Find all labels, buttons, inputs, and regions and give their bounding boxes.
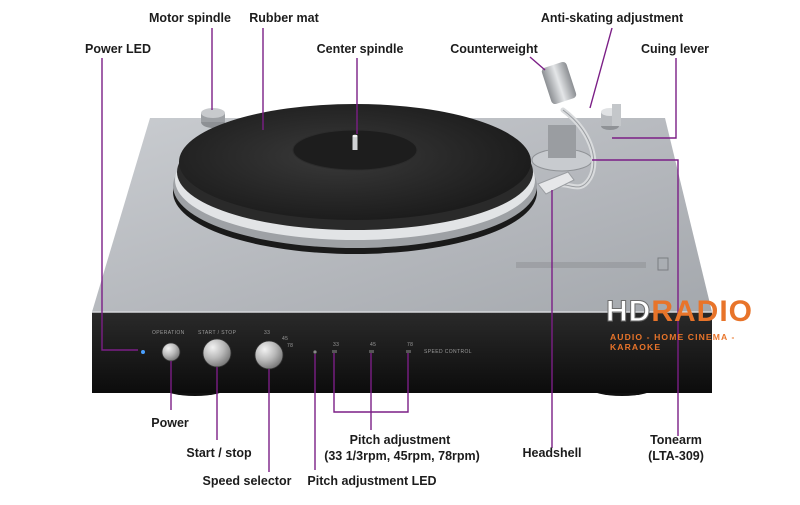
callout-tonearm [592,159,679,436]
label-tonearm: Tonearm [650,433,702,447]
panel-text-operation: OPERATION [152,330,185,336]
label-power-led: Power LED [85,42,151,56]
label-speed-selector: Speed selector [202,474,292,488]
pitch-trim-33 [332,350,337,353]
power-button [161,342,181,362]
headshell [537,171,575,195]
label-start-stop: Start / stop [186,446,252,460]
label-headshell: Headshell [522,446,582,460]
label-tonearm-model: (LTA-309) [648,449,704,463]
label-pitch-led: Pitch adjustment LED [307,474,437,488]
pitch-trim-45 [369,350,374,353]
start-stop-button [202,338,232,368]
label-pitch-adjustment-values: (33 1/3rpm, 45rpm, 78rpm) [324,449,480,463]
label-rubber-mat: Rubber mat [249,11,319,25]
panel-text-speed-45: 45 [282,336,289,342]
watermark-tagline: AUDIO - HOME CINEMA - KARAOKE [610,332,736,352]
panel-text-speed-control: SPEED CONTROL [424,349,472,355]
brand-plate [516,262,646,268]
pitch-led-dot [313,350,317,354]
label-counterweight: Counterweight [450,42,538,56]
watermark-hd: HD [605,295,652,328]
panel-text-pitch-78: 78 [407,342,414,348]
callout-cuing-lever [612,58,677,139]
counterweight [541,61,577,105]
hdradio-watermark: HDRADIO AUDIO - HOME CINEMA - KARAOKE [605,295,786,356]
callout-counterweight [529,56,546,71]
label-pitch-adjustment: Pitch adjustment [349,433,451,447]
center-spindle [352,136,358,150]
label-center-spindle: Center spindle [316,42,404,56]
panel-text-speed-78: 78 [287,343,294,349]
label-motor-spindle: Motor spindle [149,11,231,25]
label-power: Power [151,416,189,430]
watermark-wordmark: HDRADIO [605,295,754,328]
power-led-dot [141,350,145,354]
panel-text-speed-33: 33 [264,330,271,336]
plinth-front [92,312,712,393]
panel-text-pitch-33: 33 [333,342,340,348]
callout-power-led [101,58,138,351]
callout-lines [101,27,679,472]
label-cuing-lever: Cuing lever [640,42,710,56]
pitch-trim-78 [406,350,411,353]
label-anti-skating: Anti-skating adjustment [540,11,684,25]
callout-anti-skating [589,27,613,109]
panel-text-start-stop: START / STOP [198,330,237,336]
watermark-radio: RADIO [651,295,754,328]
speed-selector-knob [254,340,284,370]
panel-text-pitch-45: 45 [370,342,377,348]
cuing-lever [612,104,621,126]
